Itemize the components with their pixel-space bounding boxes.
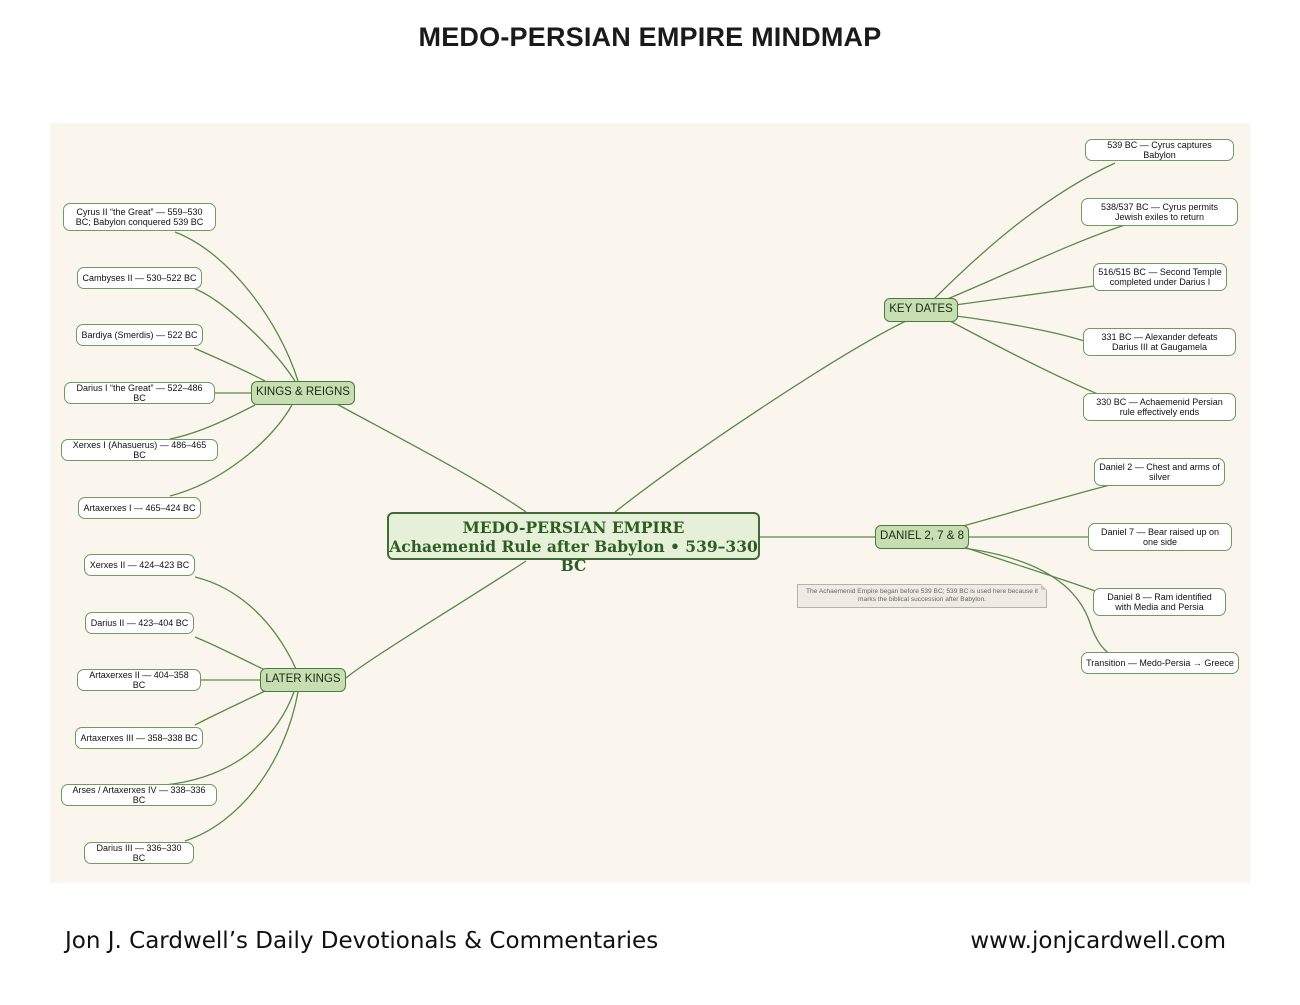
link-later-5 (164, 691, 295, 786)
leaf-kings-4[interactable]: Darius I “the Great” — 522–486 BC (64, 382, 215, 404)
branch-kings-reigns[interactable]: KINGS & REIGNS (251, 381, 355, 405)
link-later-2 (194, 636, 266, 671)
root-subtitle: Achaemenid Rule after Babylon • 539–330 … (389, 537, 758, 575)
root-node[interactable]: MEDO-PERSIAN EMPIRE Achaemenid Rule afte… (387, 512, 760, 575)
leaf-later-1[interactable]: Xerxes II — 424–423 BC (84, 554, 195, 576)
branch-later-kings[interactable]: LATER KINGS (260, 668, 346, 692)
link-dates-5 (949, 320, 1101, 396)
leaf-dates-4[interactable]: 331 BC — Alexander defeats Darius III at… (1083, 328, 1236, 356)
footer-author: Jon J. Cardwell’s Daily Devotionals & Co… (65, 928, 659, 954)
leaf-kings-3[interactable]: Bardiya (Smerdis) — 522 BC (76, 324, 203, 346)
link-kings-1 (174, 231, 299, 382)
leaf-kings-6[interactable]: Artaxerxes I — 465–424 BC (78, 497, 201, 519)
leaf-daniel-3[interactable]: Daniel 8 — Ram identified with Media and… (1093, 588, 1226, 616)
leaf-kings-5[interactable]: Xerxes I (Ahasuerus) — 486–465 BC (61, 439, 218, 461)
link-dates-3 (954, 285, 1095, 306)
link-later-6 (184, 691, 299, 842)
link-daniel-3 (963, 546, 1096, 592)
leaf-kings-1[interactable]: Cyrus II “the Great” — 559–530 BC; Babyl… (63, 203, 216, 231)
leaf-daniel-2[interactable]: Daniel 7 — Bear raised up on one side (1088, 523, 1232, 551)
link-root-later (345, 560, 527, 679)
leaf-dates-1[interactable]: 539 BC — Cyrus captures Babylon (1085, 139, 1234, 161)
link-kings-5 (169, 404, 256, 440)
leaf-later-3[interactable]: Artaxerxes II — 404–358 BC (77, 669, 201, 691)
link-dates-1 (933, 162, 1116, 300)
leaf-later-2[interactable]: Darius II — 423–404 BC (85, 612, 194, 634)
mindmap-links (164, 162, 1131, 842)
link-root-keydates (614, 320, 907, 513)
mindmap-canvas: MEDO-PERSIAN EMPIRE Achaemenid Rule afte… (50, 123, 1250, 883)
leaf-later-5[interactable]: Arses / Artaxerxes IV — 338–336 BC (61, 784, 217, 806)
link-later-1 (194, 576, 297, 670)
leaf-later-6[interactable]: Darius III — 336–330 BC (84, 842, 194, 864)
link-daniel-1 (962, 484, 1111, 527)
link-dates-4 (955, 315, 1085, 342)
page-title: MEDO-PERSIAN EMPIRE MINDMAP (418, 22, 882, 52)
note-corner-fold (1041, 584, 1047, 590)
daniel-note-text: The Achaemenid Empire began before 539 B… (805, 588, 1039, 603)
leaf-kings-2[interactable]: Cambyses II — 530–522 BC (77, 267, 202, 289)
link-later-4 (194, 690, 266, 726)
leaf-dates-3[interactable]: 516/515 BC — Second Temple completed und… (1093, 263, 1227, 291)
leaf-later-4[interactable]: Artaxerxes III — 358–338 BC (75, 727, 203, 749)
leaf-dates-2[interactable]: 538/537 BC — Cyrus permits Jewish exiles… (1081, 198, 1238, 226)
link-kings-6 (169, 404, 293, 497)
link-kings-2 (194, 288, 296, 382)
leaf-daniel-4[interactable]: Transition — Medo-Persia → Greece (1081, 652, 1239, 674)
link-kings-3 (193, 347, 266, 382)
daniel-note: The Achaemenid Empire began before 539 B… (797, 584, 1047, 608)
leaf-daniel-1[interactable]: Daniel 2 — Chest and arms of silver (1094, 458, 1225, 486)
branch-daniel[interactable]: DANIEL 2, 7 & 8 (875, 525, 969, 549)
link-dates-2 (944, 224, 1126, 301)
branch-key-dates[interactable]: KEY DATES (884, 298, 958, 322)
root-title: MEDO-PERSIAN EMPIRE (462, 518, 685, 537)
link-root-kings (325, 397, 527, 513)
leaf-dates-5[interactable]: 330 BC — Achaemenid Persian rule effecti… (1083, 393, 1236, 421)
footer-website[interactable]: www.jonjcardwell.com (970, 928, 1226, 954)
